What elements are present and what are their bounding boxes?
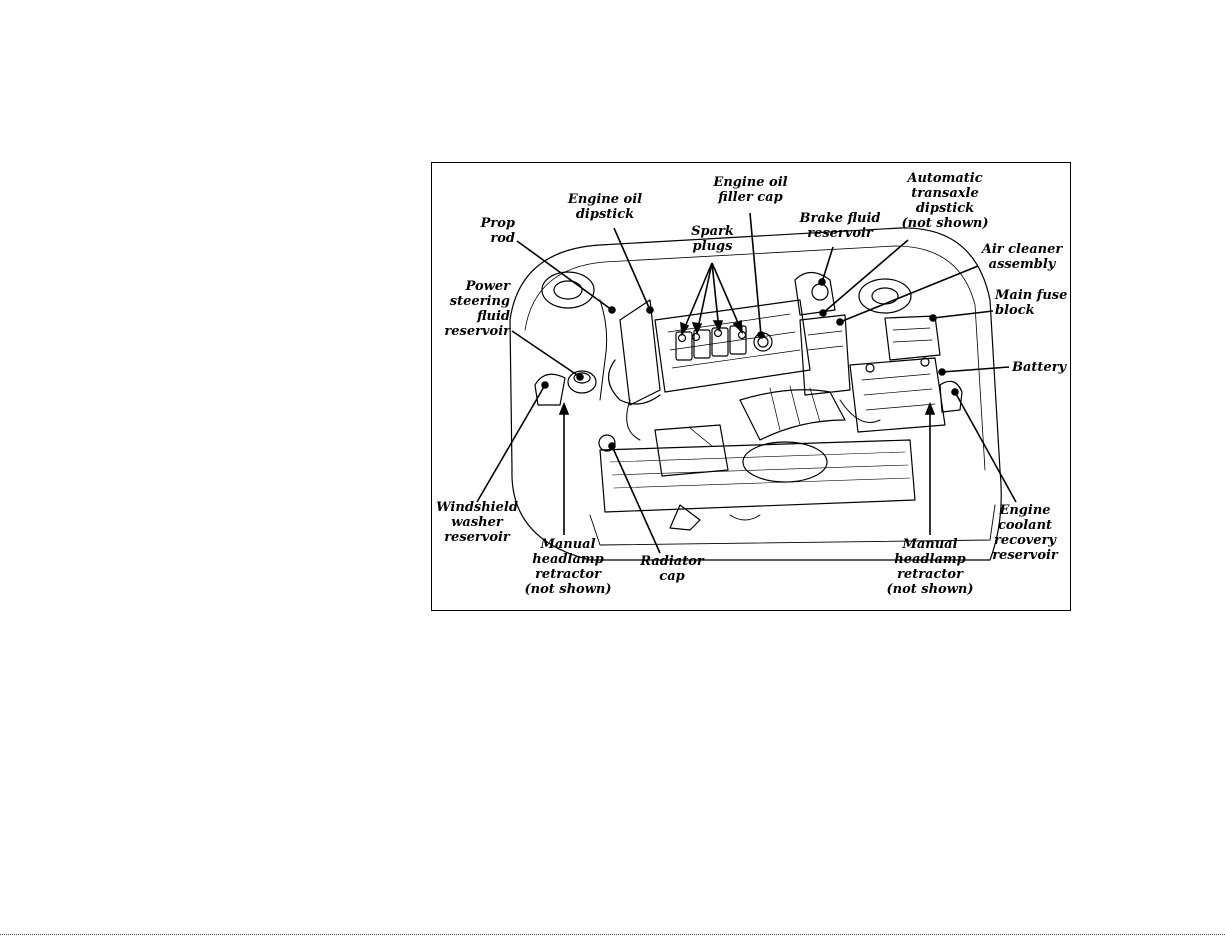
label-air-cleaner-assembly: Air cleaner assembly — [981, 242, 1063, 272]
label-radiator-cap: Radiator cap — [640, 554, 704, 584]
leader-spark-plug-1 — [681, 262, 713, 335]
intake-plenum — [654, 424, 729, 477]
leader-brake-fluid-reservoir — [821, 246, 834, 283]
fuse-block — [884, 315, 941, 361]
label-main-fuse-block: Main fuse block — [995, 288, 1068, 318]
label-power-steering-fluid-reservoir: Power steering fluid reservoir — [444, 279, 510, 339]
hood-outline — [509, 227, 1002, 561]
cooling-fan — [742, 441, 828, 483]
leader-air-cleaner — [839, 265, 979, 323]
label-engine-oil-dipstick: Engine oil dipstick — [567, 192, 643, 222]
coolant-reservoir — [939, 380, 963, 413]
brake-master-cylinder — [794, 271, 836, 316]
air-intake-duct — [739, 389, 846, 441]
leader-automatic-transaxle-dipstick — [822, 239, 909, 314]
leader-spark-plug-3 — [711, 262, 720, 331]
leader-engine-coolant — [954, 391, 1017, 503]
label-battery: Battery — [1012, 360, 1067, 375]
power-steering-reservoir — [567, 370, 597, 394]
label-automatic-transaxle-dipstick: Automatic transaxle dipstick (not shown) — [901, 171, 989, 231]
leader-prop-rod — [516, 240, 613, 311]
label-windshield-washer-reservoir: Windshield washer reservoir — [436, 500, 518, 545]
leader-spark-plug-4 — [711, 262, 743, 333]
leader-spark-plug-2 — [696, 262, 713, 334]
leader-engine-oil-dipstick — [613, 227, 651, 311]
radiator — [599, 439, 916, 513]
label-prop-rod: Prop rod — [480, 216, 515, 246]
leader-radiator-cap — [611, 445, 661, 554]
label-manual-headlamp-retractor-left: Manual headlamp retractor (not shown) — [524, 537, 612, 597]
label-engine-coolant-recovery-reservoir: Engine coolant recovery reservoir — [992, 503, 1058, 563]
page-bottom-dotted-rule — [0, 934, 1225, 935]
label-spark-plugs: Spark plugs — [691, 224, 734, 254]
valve-cover — [654, 299, 811, 393]
leader-power-steering — [511, 330, 581, 378]
washer-reservoir — [534, 373, 566, 406]
air-cleaner-box — [799, 314, 851, 396]
radiator-cap — [598, 434, 616, 452]
leader-windshield-washer — [476, 384, 546, 503]
leader-main-fuse-block — [932, 310, 994, 319]
label-brake-fluid-reservoir: Brake fluid reservoir — [799, 211, 881, 241]
right-strut-tower — [858, 278, 912, 314]
spark-plug-coil-2 — [693, 329, 711, 359]
label-manual-headlamp-retractor-right: Manual headlamp retractor (not shown) — [886, 537, 974, 597]
leader-engine-oil-filler-cap — [749, 212, 762, 336]
leader-battery — [941, 366, 1010, 373]
left-strut-tower — [541, 271, 595, 309]
label-engine-oil-filler-cap: Engine oil filler cap — [713, 175, 788, 205]
battery-body — [849, 357, 946, 433]
